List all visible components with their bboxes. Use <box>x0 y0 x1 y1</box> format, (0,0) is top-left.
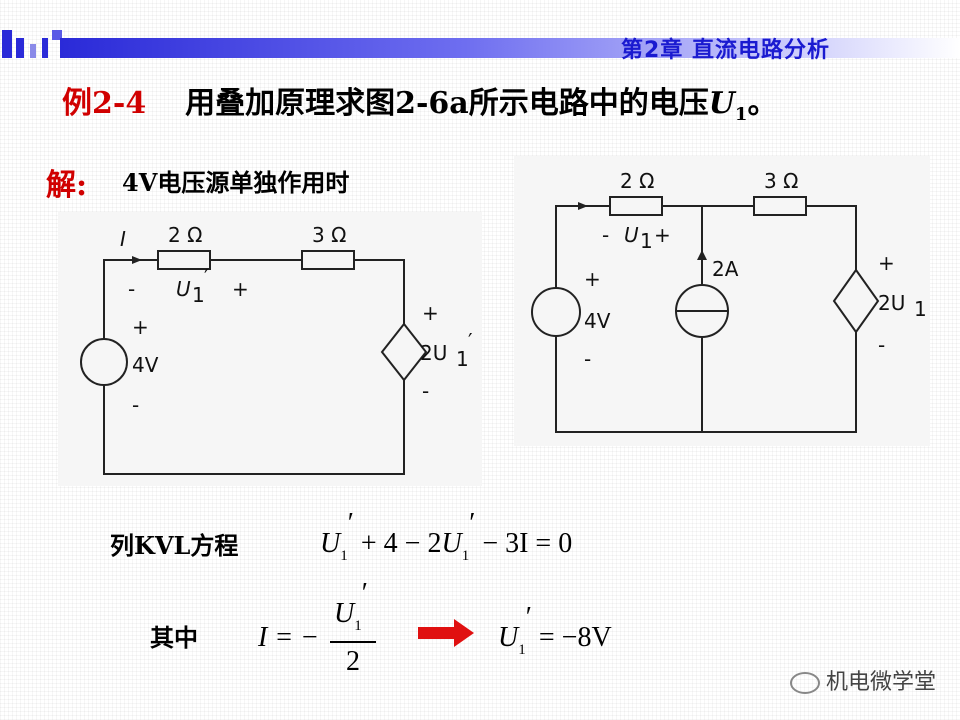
wechat-icon <box>789 672 820 694</box>
left-r1-label: 2 Ω <box>168 223 202 247</box>
kvl-U2: U <box>441 528 462 559</box>
i-num-prime: ′ <box>361 578 368 609</box>
right-r2-label: 3 Ω <box>764 169 798 193</box>
heading-sub: 1 <box>734 104 748 125</box>
decor-block-4 <box>42 38 48 58</box>
left-u1-prime: ′ <box>204 265 209 289</box>
right-dependent-source <box>832 268 880 334</box>
right-vs-value: 4V <box>584 309 611 333</box>
where-label: 其中 <box>150 623 198 652</box>
solution-label: 解: <box>46 168 88 203</box>
res-prime: ′ <box>525 602 532 633</box>
right-cs-value: 2A <box>712 257 739 281</box>
left-u1-plus: + <box>232 277 249 301</box>
right-u1-sub: 1 <box>640 229 653 253</box>
left-vs-plus: + <box>132 315 149 339</box>
left-voltage-source <box>80 338 128 386</box>
left-u1-sub: 1 <box>192 283 205 307</box>
kvl-label: 列KVL方程 <box>110 531 239 560</box>
left-r2-label: 3 Ω <box>312 223 346 247</box>
right-current-arrow <box>578 202 588 210</box>
chapter-title: 第2章 直流电路分析 <box>621 38 830 63</box>
kvl-mid: + 4 − 2 <box>360 528 442 559</box>
right-u1-var: U <box>624 223 639 247</box>
left-u1-minus: - <box>128 277 135 301</box>
right-dep-plus: + <box>878 251 895 275</box>
left-dep-sub: 1 <box>456 347 469 371</box>
res-U: U <box>498 622 519 653</box>
fraction-bar <box>330 641 376 643</box>
right-wire-top-left <box>555 205 610 288</box>
right-dep-label: 2U <box>878 291 905 315</box>
example-heading: 例2-4 用叠加原理求图2-6a所示电路中的电压U1。 <box>62 78 777 125</box>
res-rhs: = −8V <box>538 622 612 653</box>
watermark-text: 机电微学堂 <box>825 670 936 695</box>
arrow-head <box>454 619 474 647</box>
watermark: 机电微学堂 <box>789 664 936 696</box>
right-u1-minus: - <box>602 223 609 247</box>
i-equation-lhs: I = − <box>258 622 320 653</box>
kvl-U: U <box>320 528 341 559</box>
left-vs-minus: - <box>132 393 139 417</box>
kvl-end: − 3I = 0 <box>482 528 573 559</box>
i-fraction-numerator: U1 ′ <box>334 578 368 634</box>
heading-end: 。 <box>747 86 778 121</box>
header-band <box>60 38 960 58</box>
right-vs-plus: + <box>584 267 601 291</box>
right-wire-bottom <box>555 332 857 433</box>
right-u1-plus: + <box>654 223 671 247</box>
right-circuit-diagram: 2 Ω 3 Ω - U 1 + + 4V - 2A + 2U 1 - <box>531 169 927 433</box>
left-current-arrow <box>132 256 142 264</box>
kvl-equation: U1′ + 4 − 2U1′ − 3I = 0 <box>320 508 573 564</box>
decor-block-1 <box>2 30 12 58</box>
case-text: 4V电压源单独作用时 <box>122 168 350 197</box>
left-dep-plus: + <box>422 301 439 325</box>
left-vs-value: 4V <box>132 353 159 377</box>
heading-text-b: 2-6a <box>395 86 469 121</box>
right-resistor-3ohm <box>753 196 807 216</box>
right-r1-label: 2 Ω <box>620 169 654 193</box>
left-circuit-panel <box>58 212 482 486</box>
right-vs-minus: - <box>584 347 591 371</box>
i-num-sub: 1 <box>354 618 362 634</box>
left-dep-label: 2U <box>420 341 447 365</box>
res-sub: 1 <box>518 642 526 658</box>
kvl-sub1: 1 <box>340 548 348 564</box>
right-wire-top-right <box>806 205 857 270</box>
right-resistor-2ohm <box>609 196 663 216</box>
left-dependent-source <box>380 322 428 382</box>
heading-text-c: 所示电路中的电压 <box>468 86 709 121</box>
left-u1-var: U <box>176 277 191 301</box>
left-wire-top-right <box>354 259 405 324</box>
i-fraction-denominator: 2 <box>346 646 360 677</box>
arrow-shaft <box>418 627 456 639</box>
right-dep-minus: - <box>878 333 885 357</box>
left-dep-minus: - <box>422 379 429 403</box>
left-wire-bottom <box>103 380 405 475</box>
kvl-prime2: ′ <box>469 508 476 539</box>
right-voltage-source <box>531 287 581 337</box>
decor-block-2 <box>16 38 24 58</box>
example-number: 例2-4 <box>62 86 147 121</box>
left-resistor-2ohm <box>157 250 211 270</box>
kvl-prime1: ′ <box>347 508 354 539</box>
decor-block-5 <box>52 30 62 40</box>
implication-arrow <box>418 619 474 647</box>
left-current-label: I <box>120 227 126 251</box>
right-source-arrow <box>697 250 707 260</box>
i-num-U: U <box>334 598 355 629</box>
kvl-sub2: 1 <box>461 548 470 564</box>
heading-text-a: 用叠加原理求图 <box>185 86 396 121</box>
right-dep-sub: 1 <box>914 297 927 321</box>
left-resistor-3ohm <box>301 250 355 270</box>
decor-block-3 <box>30 44 36 58</box>
result-equation: U1 ′ = −8V <box>498 602 612 658</box>
left-circuit-diagram: I 2 Ω 3 Ω - U 1 ′ + + 4V - + 2U 1 ′ - <box>80 223 473 475</box>
left-dep-prime: ′ <box>468 329 473 353</box>
heading-var: U <box>708 86 735 121</box>
